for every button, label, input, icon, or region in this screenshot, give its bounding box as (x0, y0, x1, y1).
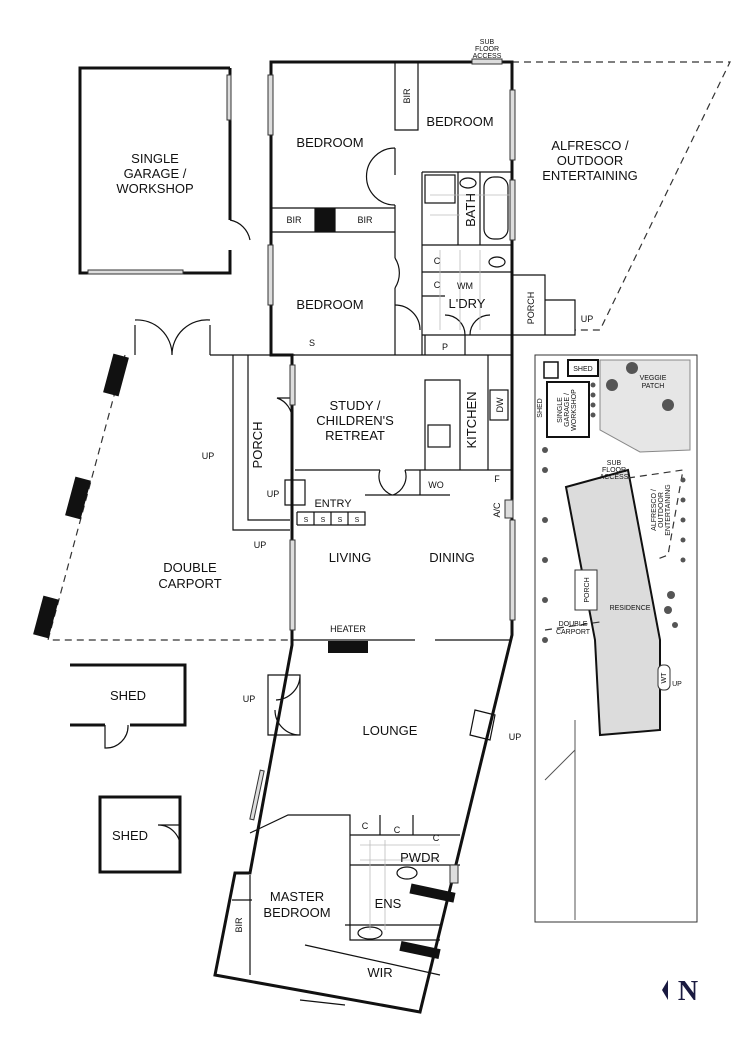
bedroom-1-label: BEDROOM (296, 135, 363, 150)
site-garage-label: SINGLEGARAGE /WORKSHOP (557, 389, 578, 431)
cupboard-1-label: C (434, 256, 441, 266)
entry-label: ENTRY (314, 498, 352, 510)
bir-right-label: BIR (357, 215, 373, 225)
bath-label: BATH (463, 193, 478, 227)
kitchen-label: KITCHEN (464, 391, 479, 448)
cupboard-2-label: C (434, 280, 441, 290)
dw-label: DW (495, 397, 505, 412)
front-porch-label: PORCH (250, 422, 265, 469)
shed-1-label: SHED (110, 688, 146, 703)
fridge-label: F (494, 474, 500, 484)
shed-2-label: SHED (112, 828, 148, 843)
lounge-up-right-label: UP (509, 732, 522, 742)
wo-label: WO (428, 480, 444, 490)
site-wt-label: WT (661, 672, 668, 684)
cupboard-label: C (433, 833, 440, 843)
site-up-label: UP (672, 681, 682, 688)
storage-label: S (321, 517, 326, 524)
up-1-label: UP (202, 451, 215, 461)
site-shed-label: SHED (573, 366, 592, 373)
wir-label: WIR (367, 965, 392, 980)
cupboard-label: C (362, 821, 369, 831)
bir-top-label: BIR (402, 88, 412, 104)
shed-1: SHED (70, 663, 187, 749)
ac-label: A/C (492, 502, 502, 518)
up-3-label: UP (254, 540, 267, 550)
lounge-label: LOUNGE (363, 723, 418, 738)
up-2-label: UP (267, 489, 280, 499)
powder-room-label: PWDR (400, 850, 440, 865)
lounge-up-left-label: UP (243, 694, 256, 704)
site-shed-side-label: SHED (537, 398, 544, 417)
bedroom-2-label: BEDROOM (426, 114, 493, 129)
shed-2: SHED (98, 795, 182, 874)
storage-label: S (304, 517, 309, 524)
rear-porch-label: PORCH (526, 292, 536, 325)
living-label: LIVING (329, 550, 372, 565)
residence-walls (213, 60, 514, 1014)
site-residence-label: RESIDENCE (610, 605, 651, 612)
storage-label: S (355, 517, 360, 524)
laundry-label: L'DRY (449, 296, 486, 311)
north-arrow-icon: N (662, 976, 698, 1007)
wm-label: WM (457, 281, 473, 291)
heater-label: HEATER (330, 624, 366, 634)
bedroom-3-label: BEDROOM (296, 297, 363, 312)
site-porch-label: PORCH (584, 577, 591, 602)
svg-text:N: N (678, 976, 698, 1007)
storage-label: S (338, 517, 343, 524)
storage-top-label: S (309, 338, 315, 348)
interior-walls (232, 58, 576, 1006)
bir-left-label: BIR (286, 215, 302, 225)
ensuite-label: ENS (375, 896, 402, 911)
rear-up-label: UP (581, 314, 594, 324)
site-alfresco-label: ALFRESCO /OUTDOORENTERTAINING (651, 484, 672, 535)
pantry-label: P (442, 342, 448, 352)
cupboard-label: C (394, 825, 401, 835)
dining-label: DINING (429, 550, 475, 565)
master-bir-label: BIR (234, 917, 244, 933)
